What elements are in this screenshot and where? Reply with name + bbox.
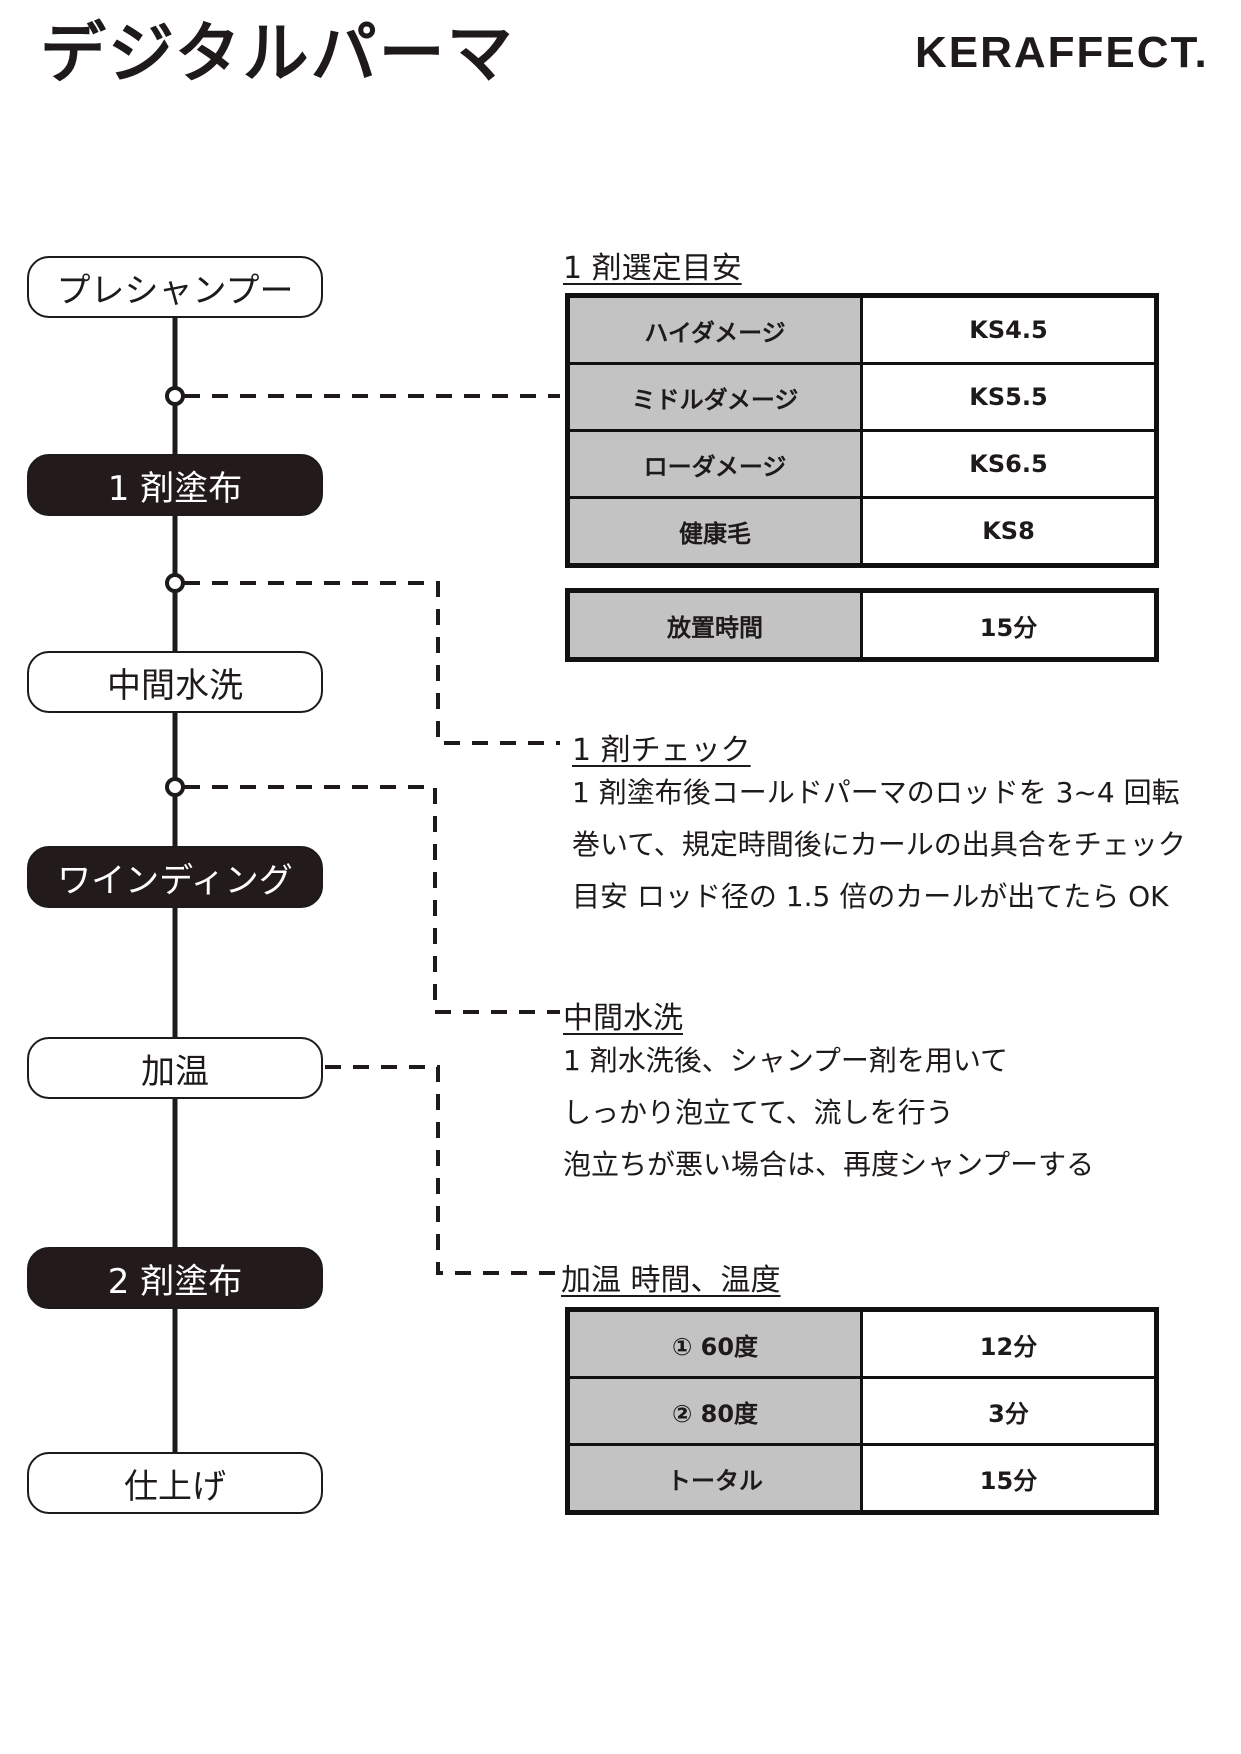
table-row: ② 80度 3分 [566, 1376, 1158, 1446]
table-key: ローダメージ [566, 429, 863, 499]
table-key: ハイダメージ [566, 294, 863, 365]
step-winding: ワインディング [27, 846, 323, 908]
agent-guide-heading: 1 剤選定目安 [563, 251, 742, 286]
connector-rinse [184, 785, 560, 1014]
step-intermediate-rinse: 中間水洗 [27, 651, 323, 713]
table-row: 健康毛 KS8 [566, 496, 1158, 567]
table-value: 12分 [860, 1308, 1158, 1379]
paragraph-line: 泡立ちが悪い場合は、再度シャンプーする [563, 1148, 1095, 1181]
connector-heating [325, 1065, 558, 1275]
table-key: ② 80度 [566, 1376, 863, 1446]
paragraph-line: 目安 ロッド径の 1.5 倍のカールが出てたら OK [572, 880, 1169, 913]
table-row: ミドルダメージ KS5.5 [566, 362, 1158, 432]
processing-time-table: 放置時間 15分 [565, 588, 1159, 662]
table-row: ① 60度 12分 [566, 1308, 1158, 1379]
table-key: ミドルダメージ [566, 362, 863, 432]
table-value: KS4.5 [860, 294, 1158, 365]
table-row: トータル 15分 [566, 1443, 1158, 1514]
agent-check-heading: 1 剤チェック [572, 733, 751, 768]
step-finish: 仕上げ [27, 1452, 323, 1514]
table-row: 放置時間 15分 [566, 589, 1158, 661]
junction-dot-agent-check [165, 573, 185, 593]
step-heating: 加温 [27, 1037, 323, 1099]
paragraph-line: 巻いて、規定時間後にカールの出具合をチェック [572, 828, 1186, 861]
paragraph-line: しっかり泡立てて、流しを行う [563, 1096, 954, 1129]
page-title: デジタルパーマ [40, 15, 515, 92]
junction-dot-agent-guide [165, 386, 185, 406]
rinse-text: 1 剤水洗後、シャンプー剤を用いて しっかり泡立てて、流しを行う 泡立ちが悪い場… [563, 1035, 1094, 1191]
rinse-heading: 中間水洗 [563, 1001, 683, 1036]
table-key: ① 60度 [566, 1308, 863, 1379]
heating-heading: 加温 時間、温度 [561, 1263, 781, 1298]
step-agent2-apply: 2 剤塗布 [27, 1247, 323, 1309]
paragraph-line: 1 剤水洗後、シャンプー剤を用いて [563, 1044, 1009, 1077]
table-value: KS8 [860, 496, 1158, 567]
table-key: 健康毛 [566, 496, 863, 567]
step-pre-shampoo: プレシャンプー [27, 256, 323, 318]
table-value: KS6.5 [860, 429, 1158, 499]
agent-guide-table: ハイダメージ KS4.5 ミドルダメージ KS5.5 ローダメージ KS6.5 … [565, 293, 1159, 568]
table-value: 15分 [860, 1443, 1158, 1514]
step-agent1-apply: 1 剤塗布 [27, 454, 323, 516]
heating-table: ① 60度 12分 ② 80度 3分 トータル 15分 [565, 1307, 1159, 1515]
table-key: トータル [566, 1443, 863, 1514]
table-value: 3分 [860, 1376, 1158, 1446]
paragraph-line: 1 剤塗布後コールドパーマのロッドを 3~4 回転 [572, 776, 1180, 809]
junction-dot-rinse [165, 777, 185, 797]
table-value: KS5.5 [860, 362, 1158, 432]
brand-logo: KERAFFECT. [915, 28, 1209, 77]
table-row: ハイダメージ KS4.5 [566, 294, 1158, 365]
table-row: ローダメージ KS6.5 [566, 429, 1158, 499]
table-value: 15分 [860, 589, 1158, 661]
agent-check-text: 1 剤塗布後コールドパーマのロッドを 3~4 回転 巻いて、規定時間後にカールの… [572, 767, 1186, 923]
connector-agent-check [184, 581, 560, 745]
table-key: 放置時間 [566, 589, 863, 661]
